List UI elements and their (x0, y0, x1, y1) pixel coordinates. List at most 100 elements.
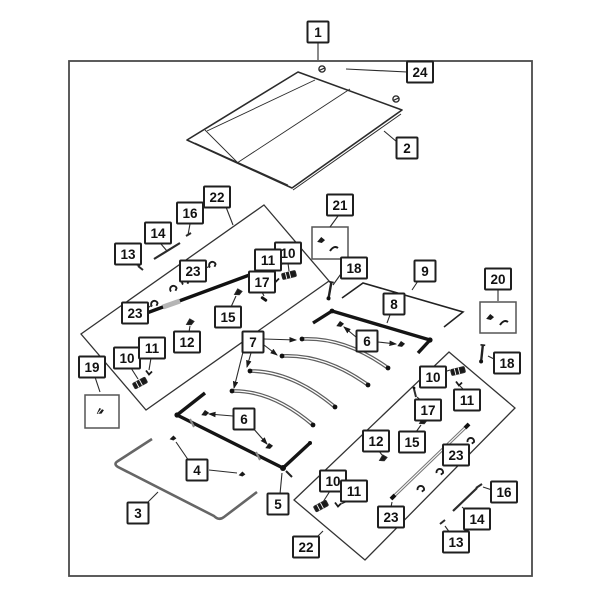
callout-number-10-right-lower: 10 (325, 474, 340, 489)
part-4-clip (169, 435, 177, 441)
callout-number-23-left-upper: 23 (185, 264, 201, 279)
part-13-screw (137, 265, 144, 271)
part-10-clamp (131, 376, 149, 390)
leader-6-upper (377, 340, 398, 347)
callout-box-5 (266, 492, 290, 516)
callout-number-12-left: 12 (179, 335, 194, 350)
bow-3 (247, 368, 338, 410)
callout-box-14-right (463, 507, 491, 531)
part-11-clip (145, 369, 153, 376)
part-10-clamp (280, 269, 298, 281)
callout-number-13-right: 13 (448, 535, 464, 550)
callout-number-18-right: 18 (499, 356, 515, 371)
part-18-bolt (479, 343, 486, 364)
part-6-clip (396, 340, 406, 348)
callout-box-2 (395, 136, 419, 160)
callout-number-23-left-lower: 23 (127, 306, 143, 321)
inset-box-20 (479, 301, 517, 334)
part-23-right-rail (389, 422, 476, 501)
leader-24 (345, 68, 408, 73)
callout-number-6-lower: 6 (240, 412, 248, 427)
bow-4 (229, 388, 316, 428)
leader-8 (386, 314, 391, 324)
callout-box-23-left-lower (121, 301, 149, 325)
diagram-border (68, 60, 533, 577)
callout-number-13-left: 13 (120, 247, 136, 262)
callout-number-18-left: 18 (346, 261, 362, 276)
callout-number-16-right: 16 (496, 485, 512, 500)
callout-number-12-right: 12 (368, 434, 383, 449)
leader-15-left (230, 295, 237, 308)
callout-number-23-right-lower: 23 (383, 510, 399, 525)
inset-box-21 (311, 226, 349, 260)
callout-number-16-left: 16 (182, 206, 198, 221)
callout-box-6-lower (232, 407, 256, 431)
callout-number-21: 21 (332, 198, 348, 213)
leader-22-left (225, 206, 234, 226)
callout-box-15-right (398, 430, 426, 454)
callout-box-11-right-upper (453, 388, 481, 412)
pin-clip-icon (318, 65, 326, 73)
part-17-pin (412, 386, 417, 398)
leader-6-upper (343, 326, 357, 338)
leader-21 (329, 215, 339, 228)
callout-number-14-left: 14 (150, 226, 166, 241)
callout-box-16-left (176, 201, 204, 225)
callout-number-5: 5 (274, 497, 282, 512)
leader-7 (263, 337, 298, 343)
callout-box-23-right-upper (442, 443, 470, 467)
part-18-bolt (326, 280, 334, 301)
callout-box-13-right (442, 530, 470, 554)
part-6-clip (335, 320, 345, 328)
callout-box-23-right-lower (377, 505, 405, 529)
callout-box-18-right (493, 351, 521, 375)
part-15-clip (232, 287, 244, 297)
part-12-clip (377, 453, 389, 463)
callout-box-1 (306, 20, 330, 44)
callout-number-24: 24 (412, 65, 428, 80)
callout-number-20: 20 (490, 272, 505, 287)
callout-box-9 (413, 259, 437, 283)
leader-7 (263, 344, 278, 356)
callout-box-14-left (144, 221, 172, 245)
callout-number-7: 7 (249, 335, 257, 350)
callout-number-6-upper: 6 (363, 334, 371, 349)
callout-number-17-right: 17 (420, 403, 435, 418)
part-9-header-frame (341, 282, 465, 328)
callout-number-22-right: 22 (298, 540, 313, 555)
callout-number-11-left-lower: 11 (145, 341, 160, 356)
callout-box-11-right-lower (340, 479, 368, 503)
part-14-rod (452, 487, 478, 512)
callout-box-10-right-upper (419, 365, 447, 389)
callout-box-18-left (340, 256, 368, 280)
part-11-clip (455, 380, 463, 387)
callout-box-16-right (490, 480, 518, 504)
part-6-clip (200, 409, 210, 417)
part-21-clips (316, 236, 339, 252)
leader-6-lower (207, 411, 234, 418)
part-16-screw (475, 483, 483, 489)
callout-box-24 (406, 60, 434, 84)
leader-14-left (160, 243, 168, 252)
bow-2 (279, 353, 371, 388)
part-12-clip (184, 317, 196, 327)
callout-number-2: 2 (403, 141, 411, 156)
callout-number-11-right-upper: 11 (460, 393, 475, 408)
callout-box-6-upper (355, 329, 379, 353)
callout-number-9: 9 (421, 264, 429, 279)
part-8-bow-frame (312, 308, 433, 355)
leader-5 (279, 472, 283, 495)
leader-2 (383, 130, 398, 143)
part-10-clamp (312, 499, 330, 513)
leader-16-left (187, 223, 191, 236)
callout-box-3 (126, 501, 150, 525)
part-10-clamp (449, 365, 467, 377)
callout-number-15-left: 15 (220, 310, 236, 325)
callout-number-8: 8 (390, 297, 398, 312)
leader-4 (175, 441, 190, 462)
callout-box-15-left (214, 305, 242, 329)
callout-number-11-right-lower: 11 (347, 484, 362, 499)
pin-clip-icon (392, 95, 400, 103)
